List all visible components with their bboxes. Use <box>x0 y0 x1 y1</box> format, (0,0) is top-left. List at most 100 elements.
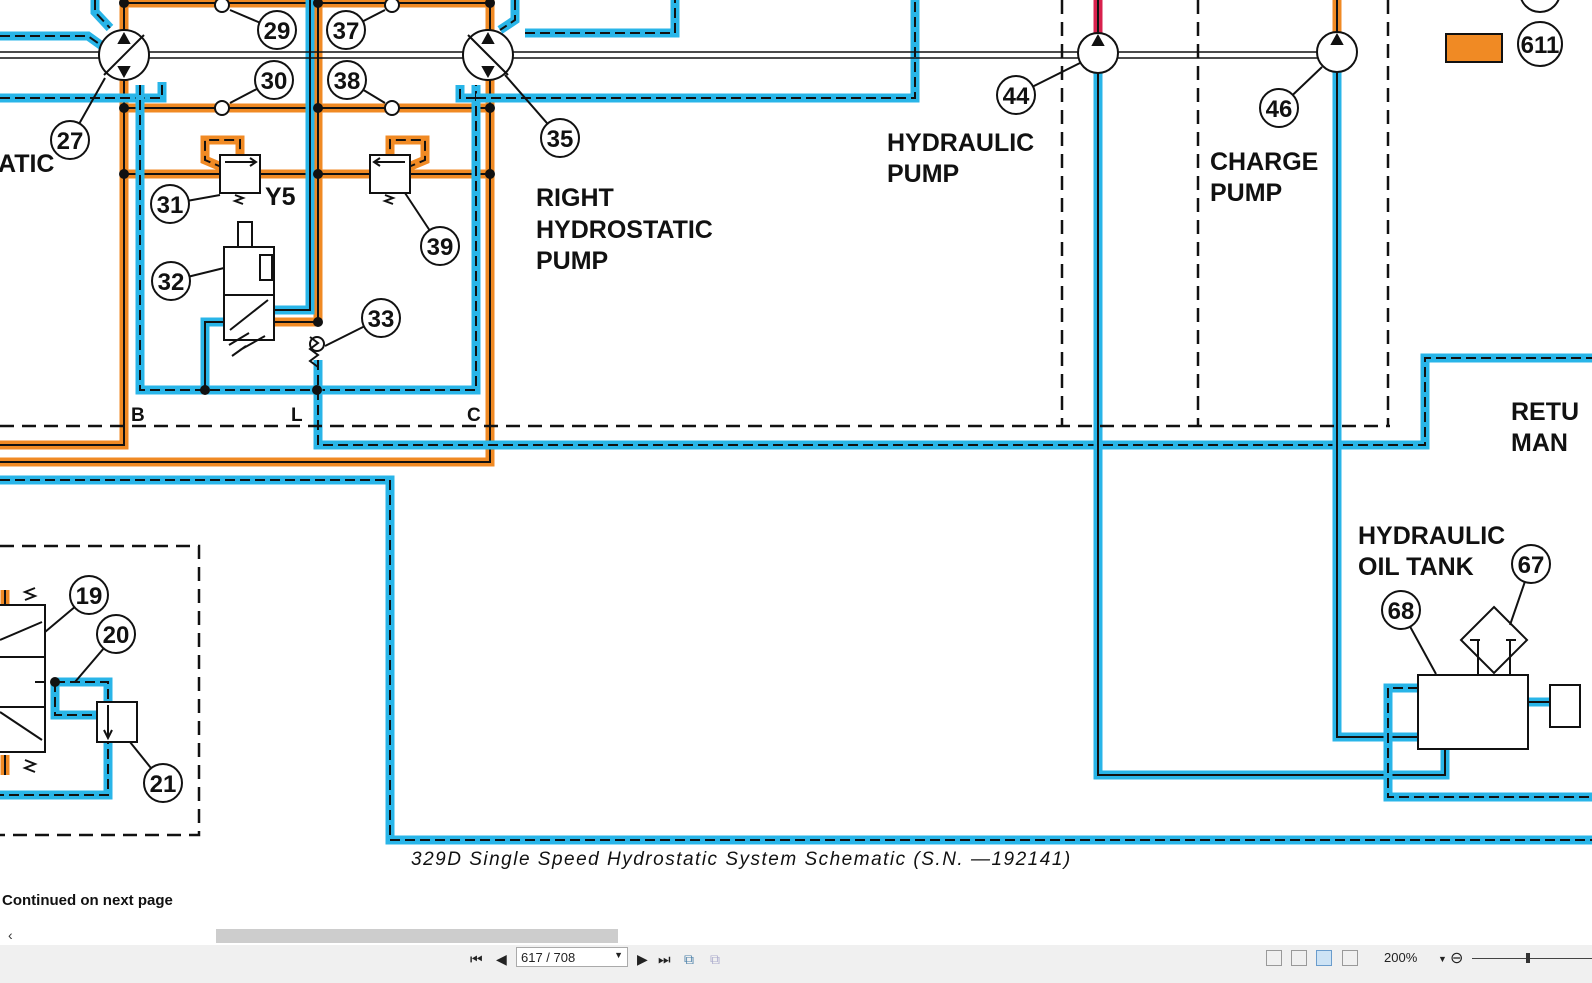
directional-valve-icon <box>0 587 46 773</box>
callout-number: 29 <box>264 18 291 45</box>
zoom-out-button[interactable]: ⊖ <box>1450 950 1464 967</box>
callout-27: 27 <box>50 120 90 160</box>
single-page-view-icon[interactable] <box>1266 950 1282 966</box>
junction-dot <box>312 385 322 395</box>
labels: ATIC RIGHT HYDROSTATIC PUMP HYDRAULIC PU… <box>0 129 1579 870</box>
callout-46: 46 <box>1259 88 1299 128</box>
label-port-l: L <box>291 405 303 426</box>
callout-37: 37 <box>326 10 366 50</box>
drive-shaft <box>0 51 1318 59</box>
callout-39: 39 <box>420 226 460 266</box>
label-return-manifold-2: MAN <box>1511 429 1568 457</box>
page-number: 617 / 708 <box>521 950 576 965</box>
junction-dot <box>119 169 129 179</box>
label-oil-tank-1: HYDRAULIC <box>1358 522 1505 550</box>
left-hydrostatic-pump-icon <box>98 29 150 81</box>
right-hydrostatic-pump-icon <box>462 29 514 81</box>
callout-number: 33 <box>368 306 395 333</box>
two-page-view-icon[interactable] <box>1316 950 1332 966</box>
orange-hydraulic-line <box>0 0 495 467</box>
blue-hydraulic-line <box>525 0 680 38</box>
callout-30: 30 <box>254 60 294 100</box>
blue-hydraulic-line <box>0 82 167 103</box>
solenoid-valve-icon <box>223 221 320 368</box>
continuous-view-icon[interactable] <box>1291 950 1307 966</box>
callout-number: 39 <box>427 234 454 261</box>
label-port-c: C <box>467 405 481 426</box>
callout-number: 21 <box>150 771 177 798</box>
junction-dot <box>485 0 495 8</box>
junction-dot <box>119 103 129 113</box>
chevron-down-icon: ▼ <box>614 950 623 960</box>
relief-valve-icon <box>219 154 261 205</box>
orange-hydraulic-line <box>200 135 245 179</box>
label-charge-pump-2: PUMP <box>1210 179 1282 207</box>
callout-38: 38 <box>327 60 367 100</box>
junction-dot <box>485 169 495 179</box>
zoom-level[interactable]: 200% <box>1384 950 1418 965</box>
callout-number: 68 <box>1388 598 1415 625</box>
junction-dot <box>485 103 495 113</box>
label-port-b: B <box>131 405 145 426</box>
junction-dot <box>50 677 60 687</box>
callout-number: 67 <box>1518 552 1545 579</box>
orange-hydraulic-line <box>385 135 430 179</box>
callout-number: 37 <box>333 18 360 45</box>
last-page-button[interactable]: ⏭ <box>658 951 671 967</box>
label-return-manifold-1: RETU <box>1511 398 1579 426</box>
callout-number: 46 <box>1266 96 1293 123</box>
label-right-pump-3: PUMP <box>536 247 608 275</box>
label-y5: Y5 <box>265 183 296 211</box>
callout-29: 29 <box>257 10 297 50</box>
blue-hydraulic-line <box>275 0 315 315</box>
blue-hydraulic-line <box>313 353 1592 450</box>
scroll-left-button[interactable]: ‹ <box>8 927 13 943</box>
callout-number: 20 <box>103 622 130 649</box>
continued-note: Continued on next page <box>2 892 173 909</box>
zoom-slider-handle[interactable] <box>1526 953 1530 963</box>
oil-tank-icon <box>1417 605 1529 750</box>
blue-hydraulic-line <box>1383 683 1592 802</box>
callout-number: 38 <box>334 68 361 95</box>
callout-31: 31 <box>150 184 190 224</box>
junction-dot <box>313 103 323 113</box>
scrollbar-thumb[interactable] <box>216 929 618 943</box>
callout-20: 20 <box>96 614 136 654</box>
callout-number: 30 <box>261 68 288 95</box>
callout-number: 31 <box>157 192 184 219</box>
next-view-icon[interactable]: ⧉ <box>710 951 720 967</box>
label-hydraulic-pump-2: PUMP <box>887 160 959 188</box>
callout-32: 32 <box>151 261 191 301</box>
callout-611: 611 <box>1517 21 1563 67</box>
blue-hydraulic-line <box>135 85 481 395</box>
blue-hydraulic-line <box>1093 73 1450 780</box>
zoom-dropdown-icon[interactable]: ▼ <box>1438 954 1447 964</box>
callout-21: 21 <box>143 763 183 803</box>
zoom-slider[interactable] <box>1472 958 1592 959</box>
first-page-button[interactable]: ⏮ <box>470 951 483 967</box>
pressure-valve-icon <box>96 701 138 743</box>
next-page-button[interactable]: ▶ <box>637 951 648 967</box>
callout-number: 44 <box>1003 83 1030 110</box>
callout-number: 35 <box>547 126 574 153</box>
callout-68: 68 <box>1381 590 1421 630</box>
label-left-pump: ATIC <box>0 150 54 178</box>
junction-dot <box>313 317 323 327</box>
two-page-continuous-view-icon[interactable] <box>1342 950 1358 966</box>
label-right-pump-1: RIGHT <box>536 184 614 212</box>
prev-page-button[interactable]: ◀ <box>496 951 507 967</box>
orange-hydraulic-line <box>0 0 129 450</box>
callout-44: 44 <box>996 75 1036 115</box>
blue-hydraulic-line <box>200 317 224 390</box>
junction-dot <box>200 385 210 395</box>
label-oil-tank-2: OIL TANK <box>1358 553 1474 581</box>
callout-partial <box>1520 0 1560 13</box>
blue-hydraulic-line <box>90 0 114 32</box>
page-number-input[interactable]: 617 / 708 ▼ <box>516 947 628 967</box>
previous-view-icon[interactable]: ⧉ <box>684 951 694 967</box>
label-charge-pump-1: CHARGE <box>1210 148 1318 176</box>
label-hydraulic-pump-1: HYDRAULIC <box>887 129 1034 157</box>
label-right-pump-2: HYDROSTATIC <box>536 216 713 244</box>
blue-hydraulic-line <box>476 0 920 103</box>
